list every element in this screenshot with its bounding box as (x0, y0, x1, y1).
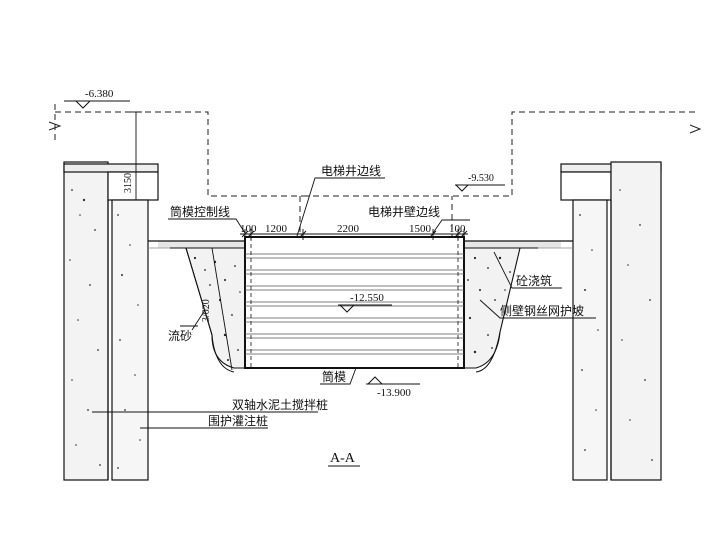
pile-stipple (69, 189, 653, 469)
leader-lines (92, 177, 596, 429)
break-marks (48, 121, 702, 134)
elevation-mould-label: -13.900 (377, 387, 411, 399)
dim-2200: 2200 (337, 223, 360, 235)
dim-1200: 1200 (265, 223, 288, 235)
dimension-line (240, 229, 468, 240)
side-wall-mesh-label: 侧壁钢丝网护坡 (500, 303, 584, 318)
tube-mould (244, 236, 465, 369)
dim-3150-line (130, 111, 142, 201)
twin-shaft-pile-label: 双轴水泥土搅拌桩 (232, 397, 328, 412)
dim-3150-label: 3150 (123, 173, 134, 193)
elevation-marker-pit (338, 304, 392, 313)
dim-100-right: 100 (449, 223, 466, 235)
shaft-wall-edge-line-label: 电梯井壁边线 (368, 204, 440, 219)
elevation-marker-mould (366, 376, 420, 385)
elevation-pit-label: -12.550 (350, 292, 384, 304)
dim-100-left: 100 (240, 223, 257, 235)
dim-3020-line (211, 247, 233, 371)
elevation-right-label: -9.530 (468, 173, 494, 184)
pit-concrete-left (170, 247, 246, 373)
left-bored-pile (63, 161, 159, 481)
dim-3020-label: 3/020 (201, 299, 212, 322)
right-bored-pile (560, 161, 662, 481)
elevation-marker-top (64, 100, 130, 109)
mould-control-line-label: 筒模控制线 (170, 204, 230, 219)
tube-mould-label: 筒模 (322, 369, 346, 384)
pit-concrete-right (463, 247, 538, 373)
bored-pile-label: 围护灌注桩 (208, 413, 268, 428)
dim-1500: 1500 (409, 223, 432, 235)
elevation-marker-right (455, 184, 505, 192)
shaft-edge-line-label: 电梯井边线 (321, 164, 381, 178)
quicksand-label: 流砂 (168, 329, 192, 343)
section-title: A-A (330, 451, 356, 466)
elevation-top-label: -6.380 (85, 88, 114, 100)
concrete-pour-label: 砼浇筑 (516, 273, 552, 288)
